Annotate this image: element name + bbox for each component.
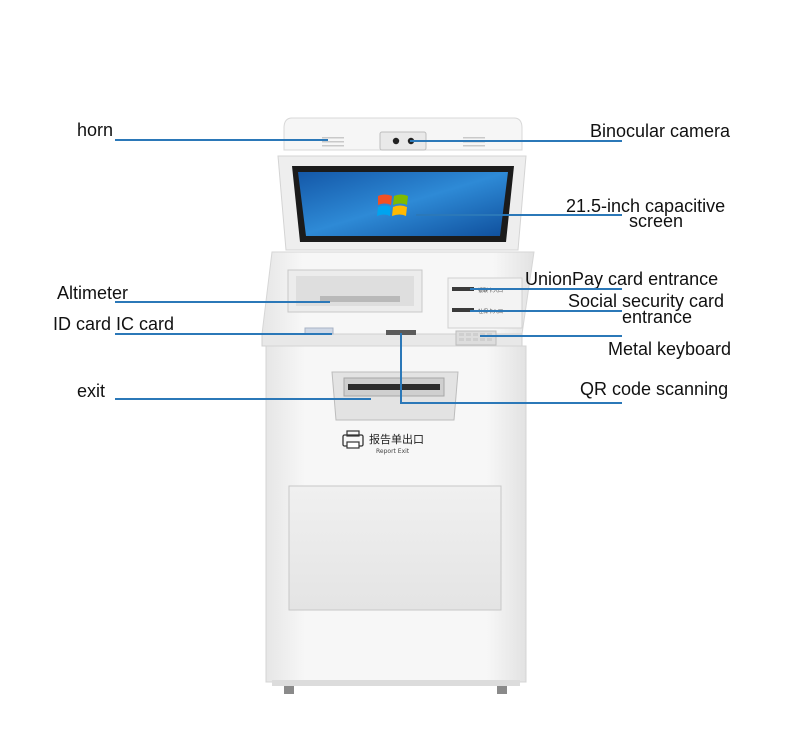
unionpay-slot-cn: 银联卡入口 [478, 287, 503, 294]
label-binocular-camera: Binocular camera [590, 121, 731, 141]
leader-qr-vertical [400, 333, 402, 404]
foot-left [284, 686, 294, 694]
report-exit-cn: 报告单出口 [369, 432, 424, 446]
label-id-card: ID card IC card [53, 314, 175, 334]
printer-icon [342, 430, 364, 449]
leader-exit [115, 398, 371, 400]
leader-screen [416, 214, 622, 216]
metal-keyboard [455, 330, 497, 346]
leader-altimeter [115, 301, 330, 303]
horn-grille-left [322, 137, 344, 147]
label-screen-line2: screen [629, 211, 684, 231]
label-qr-code: QR code scanning [580, 379, 729, 399]
windows-logo-icon [377, 194, 408, 216]
report-exit-en: Report Exit [376, 448, 410, 455]
card-slot-panel [447, 277, 523, 329]
leader-unionpay [470, 288, 622, 290]
leader-camera [410, 140, 622, 142]
label-social-line2: entrance [622, 307, 693, 327]
foot-right [497, 686, 507, 694]
label-metal-keyboard: Metal keyboard [608, 339, 732, 359]
label-unionpay: UnionPay card entrance [525, 269, 719, 289]
leader-horn [115, 139, 328, 141]
label-horn: horn [77, 120, 114, 140]
screen-display [298, 172, 508, 236]
leader-keyboard [480, 335, 622, 337]
label-social-line1: Social security card [568, 291, 725, 311]
label-altimeter: Altimeter [57, 283, 129, 303]
leader-social [470, 310, 622, 312]
lower-door-panel [288, 485, 502, 611]
leader-id-card [115, 333, 332, 335]
camera-lens-left [392, 137, 400, 145]
unionpay-slot [452, 287, 474, 291]
kiosk-base [272, 680, 520, 686]
label-exit: exit [77, 381, 106, 401]
leader-qr [400, 402, 622, 404]
social-slot [452, 308, 474, 312]
qr-scanner [386, 330, 416, 335]
label-screen-line1: 21.5-inch capacitive [566, 196, 726, 216]
